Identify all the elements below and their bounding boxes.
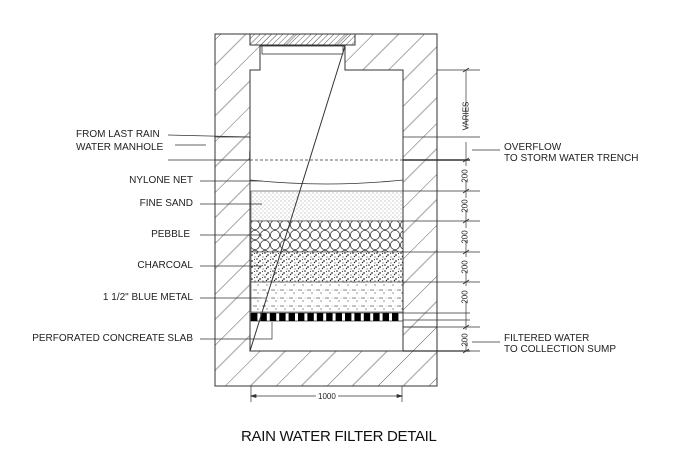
slab-block: [316, 313, 324, 321]
perforated-slab: [250, 312, 404, 322]
label-overflow: OVERFLOW: [504, 142, 562, 153]
dim-pebble: 200: [460, 230, 470, 244]
left-leaders: [167, 134, 273, 340]
layer-pebble: [250, 220, 404, 253]
nylone-net: [249, 179, 404, 185]
slab-block: [363, 313, 371, 321]
slab-block: [326, 313, 333, 321]
drawing-title: RAIN WATER FILTER DETAIL: [241, 428, 437, 445]
dim-nylone-net: 200: [460, 169, 470, 183]
vertical-dimension: [462, 67, 470, 354]
width-dimension: [249, 386, 404, 402]
dimension-tick: [462, 324, 470, 330]
layer-charcoal: [250, 251, 404, 283]
slab-block: [354, 313, 361, 321]
slab-block: [269, 313, 277, 321]
dim-fine-sand: 200: [460, 199, 470, 213]
dimension-tick: [462, 67, 470, 73]
slab-block: [392, 313, 399, 321]
dimension-tick: [462, 348, 470, 354]
label-filtered: FILTERED WATER: [504, 333, 590, 344]
slab-block: [298, 313, 305, 321]
slab-block: [251, 313, 258, 321]
cover-frame: [261, 45, 344, 55]
slab-block: [373, 313, 380, 321]
slab-block: [260, 313, 267, 321]
dimension-tick: [462, 249, 470, 255]
right-extensions: [403, 69, 500, 352]
dimension-tick: [462, 157, 470, 163]
dim-bottom: 200: [460, 333, 470, 347]
label-overflow-line2: TO STORM WATER TRENCH: [504, 153, 639, 164]
slab-block: [279, 313, 286, 321]
label-charcoal: CHARCOAL: [137, 260, 193, 271]
dimension-tick: [462, 188, 470, 194]
label-filtered-line2: TO COLLECTION SUMP: [504, 344, 617, 355]
slab-block: [382, 313, 389, 321]
layer-fine-sand: [250, 190, 404, 222]
dimension-tick: [462, 279, 470, 285]
layer-blue-metal: [250, 281, 404, 313]
dimension-tick: [462, 218, 470, 224]
label-blue-metal: 1 1/2" BLUE METAL: [102, 292, 193, 303]
slab-block: [335, 313, 342, 321]
dim-width: 1000: [318, 392, 336, 401]
label-inlet-line2: WATER MANHOLE: [76, 142, 164, 153]
label-perforated-slab: PERFORATED CONCREATE SLAB: [32, 333, 193, 344]
dim-varies: VARIES: [461, 101, 471, 131]
dim-charcoal: 200: [460, 260, 470, 274]
slab-block: [345, 313, 352, 321]
slab-block: [288, 313, 295, 321]
manhole-cover: [249, 33, 356, 46]
slab-block: [307, 313, 314, 321]
label-pebble: PEBBLE: [151, 229, 190, 240]
label-fine-sand: FINE SAND: [139, 198, 193, 209]
label-inlet: FROM LAST RAIN: [76, 129, 160, 140]
label-nylone-net: NYLONE NET: [129, 175, 193, 186]
dim-blue-metal: 200: [460, 290, 470, 304]
